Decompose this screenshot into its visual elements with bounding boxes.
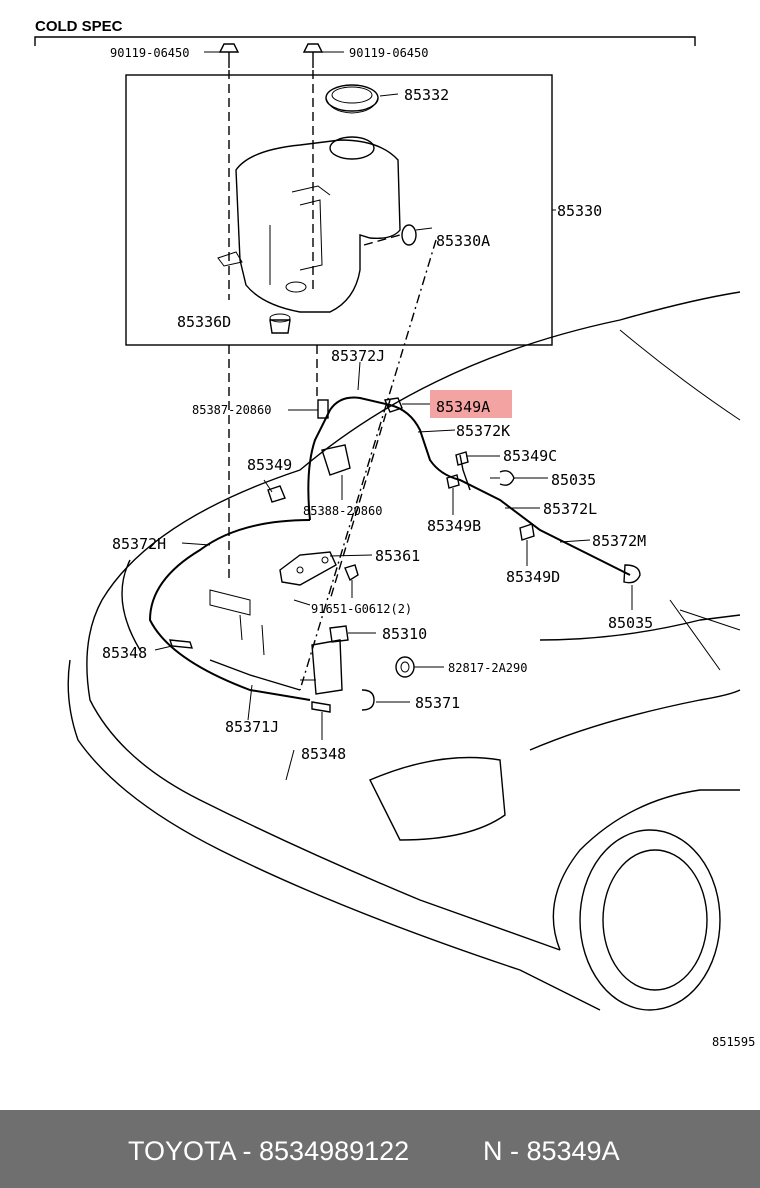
- leader-85372j: [357, 361, 361, 391]
- label-85035-lower: 85035: [608, 614, 653, 632]
- hose-85371-icon: [361, 689, 410, 711]
- footer-part-number: TOYOTA - 8534989122: [128, 1136, 410, 1166]
- header-bracket: [34, 36, 696, 46]
- label-85348-left: 85348: [102, 644, 147, 662]
- grille-edge: [121, 559, 141, 651]
- nozzle-85349d-icon: [519, 523, 535, 566]
- label-85336d: 85336D: [177, 313, 231, 331]
- label-85349a[interactable]: 85349A: [436, 398, 490, 416]
- clip-85388-icon: [321, 444, 351, 500]
- leader-85361: [329, 554, 373, 557]
- label-85035-upper: 85035: [551, 471, 596, 489]
- fender-line: [529, 689, 741, 751]
- screw-icon: [344, 564, 359, 598]
- bumper-upper: [86, 599, 561, 951]
- footer-bar: TOYOTA - 8534989122 N - 85349A: [0, 1110, 760, 1188]
- cap-icon: [325, 84, 399, 114]
- washer-tank-icon: [217, 136, 401, 313]
- clamp-85387-icon: [288, 399, 329, 419]
- label-91651: 91651-G0612(2): [311, 602, 412, 616]
- label-85388-20860: 85388-20860: [303, 504, 382, 518]
- leader-85372k: [417, 429, 456, 433]
- nozzle-85349a-icon: [384, 397, 432, 413]
- label-85349c: 85349C: [503, 447, 557, 465]
- clip-85035-upper-icon: [490, 470, 515, 486]
- nozzle-85349c-icon: [455, 451, 469, 466]
- joint-85348-bottom-icon: [311, 701, 331, 740]
- label-82817: 82817-2A290: [448, 661, 527, 675]
- leader-85372h: [181, 542, 211, 546]
- headlamp: [369, 756, 506, 841]
- hose-85349c: [459, 454, 471, 491]
- wiper-arm: [669, 599, 741, 671]
- joint-85348-left-icon: [154, 639, 194, 651]
- nozzle-85349-left-icon: [267, 485, 286, 503]
- pump-85310-icon: [300, 625, 376, 695]
- hose-left: [148, 519, 311, 701]
- hose-main: [307, 396, 631, 576]
- wheel-arch: [552, 789, 740, 951]
- label-85349b: 85349B: [427, 517, 481, 535]
- grommet-82817-icon: [395, 656, 444, 678]
- label-85372m: 85372M: [592, 532, 646, 550]
- bracket-85361-icon: [279, 551, 337, 586]
- wheel-outer: [579, 829, 721, 1011]
- leader-85349: [263, 479, 273, 493]
- label-85371: 85371: [415, 694, 460, 712]
- label-bolt-left: 90119-06450: [110, 46, 189, 60]
- clip-85035-lower-icon: [623, 564, 641, 610]
- strainer-icon: [269, 313, 291, 334]
- leader-screw: [293, 599, 311, 606]
- label-85372h: 85372H: [112, 535, 166, 553]
- label-85372k: 85372K: [456, 422, 510, 440]
- label-85330a: 85330A: [436, 232, 490, 250]
- parts-diagram: COLD SPEC: [34, 18, 756, 1049]
- label-85349d: 85349D: [506, 568, 560, 586]
- diagram-canvas: COLD SPEC: [34, 18, 755, 1049]
- dash-bracket: [329, 399, 391, 601]
- diagram-id: 851595: [712, 1035, 755, 1049]
- tank-assembly-frame: [125, 74, 553, 346]
- leader-85372m: [559, 539, 591, 543]
- label-85372l: 85372L: [543, 500, 597, 518]
- label-bolt-right: 90119-06450: [349, 46, 428, 60]
- label-85349: 85349: [247, 456, 292, 474]
- label-85348-bottom: 85348: [301, 745, 346, 763]
- wheel-inner: [602, 849, 708, 991]
- label-85332: 85332: [404, 86, 449, 104]
- hood-edge: [101, 291, 741, 601]
- footer-reference: N - 85349A: [483, 1136, 620, 1166]
- bumper-lower: [67, 659, 601, 1011]
- label-85387-20860: 85387-20860: [192, 403, 271, 417]
- nozzle-85349b-icon: [446, 474, 460, 515]
- bolt-right-icon: [302, 43, 344, 68]
- dash-pump-grommet: [299, 239, 437, 691]
- bracket-plate-icon: [209, 589, 265, 656]
- label-85310: 85310: [382, 625, 427, 643]
- cold-spec-header: COLD SPEC: [35, 18, 123, 35]
- leader-dash-grommet: [363, 234, 401, 246]
- highlight-85349a: [430, 390, 512, 418]
- windshield-edge: [619, 329, 741, 421]
- hose-85371j: [209, 659, 301, 691]
- grommet-icon: [401, 224, 433, 246]
- label-85361: 85361: [375, 547, 420, 565]
- hood-crease: [539, 614, 741, 641]
- label-85372j: 85372J: [331, 347, 385, 365]
- label-85371j: 85371J: [225, 718, 279, 736]
- bolt-left-icon: [204, 43, 240, 68]
- leader-85371j: [247, 684, 253, 721]
- label-85330: 85330: [557, 202, 602, 220]
- leader-85348-bottom: [285, 749, 295, 781]
